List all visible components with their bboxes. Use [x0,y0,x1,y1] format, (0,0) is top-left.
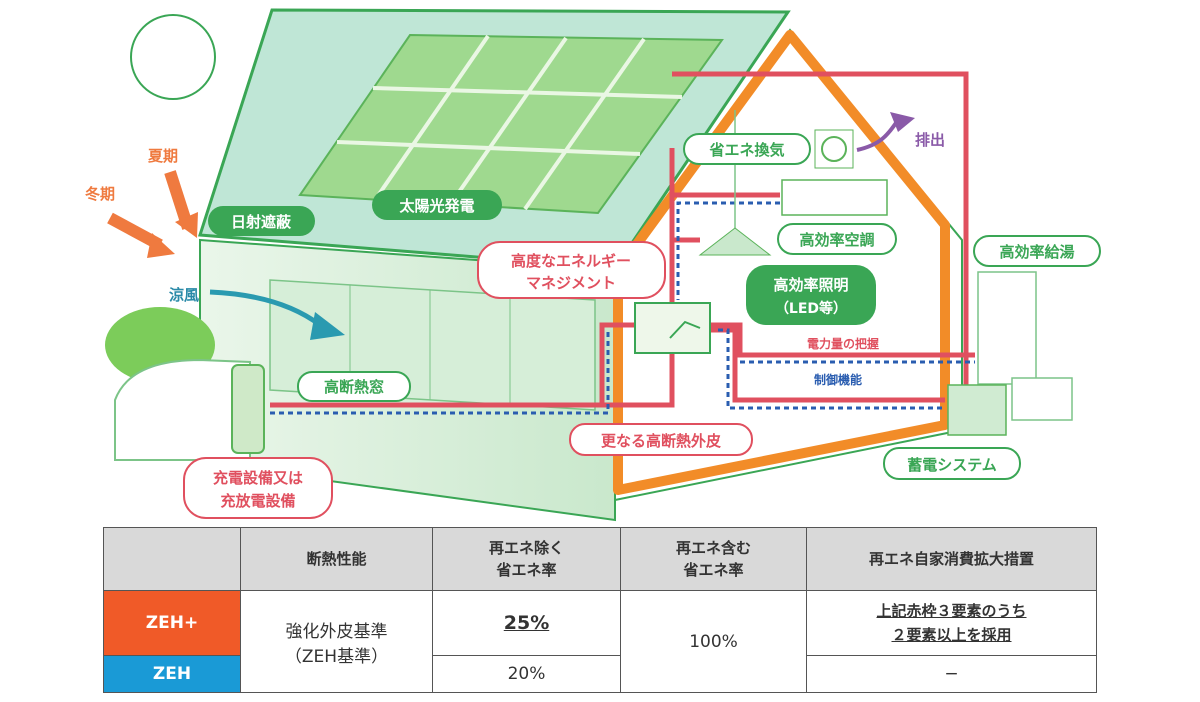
water-heater-label: 高効率給湯 [999,243,1074,261]
zeh-house-illustration: 夏期 冬期 日射遮蔽 太陽光発電 涼風 高断熱窓 充電設備又は 充放電設備 高度… [85,8,1101,522]
insulation-line2: （ZEH基準） [284,646,389,667]
header-saving-excl: 再エネ除く省エネ率 [432,527,621,591]
zeh-saving-excl: 20% [432,655,621,693]
zeh-plus-measure: 上記赤枠３要素のうち ２要素以上を採用 [806,590,1097,656]
zeh-plus-saving-excl: 25% [432,590,621,656]
header-empty [103,527,241,591]
air-conditioner-icon [781,179,888,216]
header-saving-incl-line2: 省エネ率 [683,561,744,579]
table-row: ZEH 20% − [103,655,1097,693]
air-conditioning-label: 高効率空調 [799,231,874,249]
header-insulation: 断熱性能 [240,527,433,591]
summer-label: 夏期 [147,147,178,165]
lighting-label-line2: （LED等） [775,300,847,317]
energy-management-label-line2: マネジメント [526,274,616,292]
table-row: ZEH+ 強化外皮基準 （ZEH基準） 25% 100% 上記赤枠３要素のうち ２要… [103,590,1097,693]
winter-label: 冬期 [85,185,115,203]
solar-power-label: 太陽光発電 [399,197,474,215]
row-label-zeh-plus: ZEH+ [103,590,241,656]
energy-management-label-line1: 高度なエネルギー [511,252,631,270]
solar-shading-label: 日射遮蔽 [231,213,292,231]
battery-unit-icon [947,384,1007,436]
saving-incl-cell: 100% [620,590,807,693]
cool-breeze-label: 涼風 [169,286,199,304]
charging-label-line1: 充電設備又は [213,469,303,487]
header-self-consumption: 再エネ自家消費拡大措置 [806,527,1097,591]
measure-line1: 上記赤枠３要素のうち [876,602,1027,620]
exhaust-label: 排出 [915,131,945,149]
charging-label-line2: 充放電設備 [220,492,295,510]
insulation-envelope [613,30,950,495]
ventilation-fan-icon [814,129,854,169]
measure-line2: ２要素以上を採用 [891,626,1012,644]
lamp-icon [698,227,772,256]
header-saving-excl-line1: 再エネ除く [488,539,564,557]
zeh-comparison-table: 断熱性能 再エネ除く省エネ率 再エネ含む省エネ率 再エネ自家消費拡大措置 ZEH… [103,527,1097,693]
power-monitoring-label: 電力量の把握 [807,336,879,351]
insulation-cell: 強化外皮基準 （ZEH基準） [240,590,433,693]
header-saving-incl: 再エネ含む省エネ率 [620,527,807,591]
charger-icon [231,364,265,454]
water-heater-icon [977,271,1037,385]
solar-panel [298,33,724,215]
insulation-line1: 強化外皮基準 [285,621,388,642]
lighting-label-line1: 高効率照明 [773,276,848,294]
control-function-label: 制御機能 [814,372,862,387]
row-label-zeh: ZEH [103,655,241,693]
control-lines [270,201,975,415]
envelope-label: 更なる高断熱外皮 [601,432,721,450]
zeh-measure: − [806,655,1097,693]
header-saving-excl-line2: 省エネ率 [496,561,557,579]
sun-icon [130,14,216,100]
breeze-arrow [209,289,322,328]
storage-label: 蓄電システム [907,456,997,474]
header-saving-incl-line1: 再エネ含む [675,539,751,557]
ventilation-label: 省エネ換気 [708,141,784,159]
table-header-row: 断熱性能 再エネ除く省エネ率 再エネ含む省エネ率 再エネ自家消費拡大措置 [103,527,1097,591]
car-icon [114,358,251,461]
insulated-window-label: 高断熱窓 [324,378,384,396]
